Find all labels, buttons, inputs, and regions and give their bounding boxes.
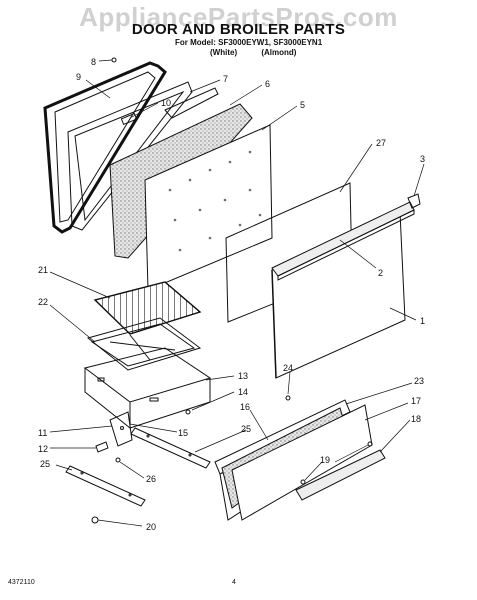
broiler-door-handle: [295, 449, 386, 501]
color-white: (White): [210, 48, 238, 57]
document-number: 4372110: [8, 579, 35, 586]
model-line: For Model: SF3000EYW1, SF3000EYN1: [175, 38, 323, 47]
handle-screw-2: [367, 441, 373, 447]
callout-7: 7: [223, 74, 228, 84]
callout-3: 3: [420, 154, 425, 164]
callout-2: 2: [378, 268, 383, 278]
callout-20: 20: [146, 522, 156, 532]
drawer-clip: [95, 441, 109, 453]
callout-22: 22: [38, 297, 48, 307]
door-screw: [111, 57, 117, 63]
color-almond: (Almond): [261, 48, 297, 57]
callout-6: 6: [265, 79, 270, 89]
handle-screw-1: [300, 479, 306, 485]
drawer-slide-rail: [130, 427, 211, 469]
callout-25-lower: 25: [40, 459, 50, 469]
callout-10: 10: [161, 98, 171, 108]
callout-27: 27: [376, 138, 386, 148]
callout-23: 23: [414, 376, 424, 386]
door-handle: [271, 201, 415, 281]
callout-1: 1: [420, 316, 425, 326]
callout-12: 12: [38, 444, 48, 454]
color-variants: (White) (Almond): [210, 48, 318, 57]
callout-24: 24: [283, 363, 293, 373]
handle-end-cap: [407, 193, 421, 209]
leader-lines: [49, 59, 425, 527]
broiler-door-outer: [231, 404, 373, 521]
broiler-drawer: [83, 347, 212, 430]
callout-25-upper: 25: [241, 424, 251, 434]
callout-labels: 8 9 7 10 6 5 27 3 2 1 21 22 13 14 24 23 …: [38, 57, 425, 532]
drawer-glide: [91, 516, 99, 524]
door-baffle: [164, 87, 219, 119]
callout-13: 13: [238, 371, 248, 381]
broiler-door-screw: [285, 395, 291, 401]
callout-15: 15: [178, 428, 188, 438]
drawer-bracket: [109, 411, 133, 447]
inner-door-panel: [144, 124, 273, 291]
page-title: DOOR AND BROILER PARTS: [131, 21, 346, 38]
callout-9: 9: [76, 72, 81, 82]
broiler-grid: [93, 281, 202, 335]
rail-screw: [115, 457, 121, 463]
callout-21: 21: [38, 265, 48, 275]
callout-11: 11: [38, 428, 47, 438]
callout-18: 18: [411, 414, 421, 424]
callout-17: 17: [411, 396, 421, 406]
callout-14: 14: [238, 387, 248, 397]
callout-19: 19: [320, 455, 330, 465]
callout-8: 8: [91, 57, 96, 67]
door-gasket: [43, 61, 167, 234]
watermark: AppliancePartsPros.com: [79, 2, 398, 32]
lower-slide-rail: [65, 465, 146, 507]
callout-5: 5: [300, 100, 305, 110]
drawer-screw: [185, 409, 191, 415]
callout-16: 16: [240, 402, 250, 412]
callout-26: 26: [146, 474, 156, 484]
page-number: 4: [232, 579, 236, 586]
